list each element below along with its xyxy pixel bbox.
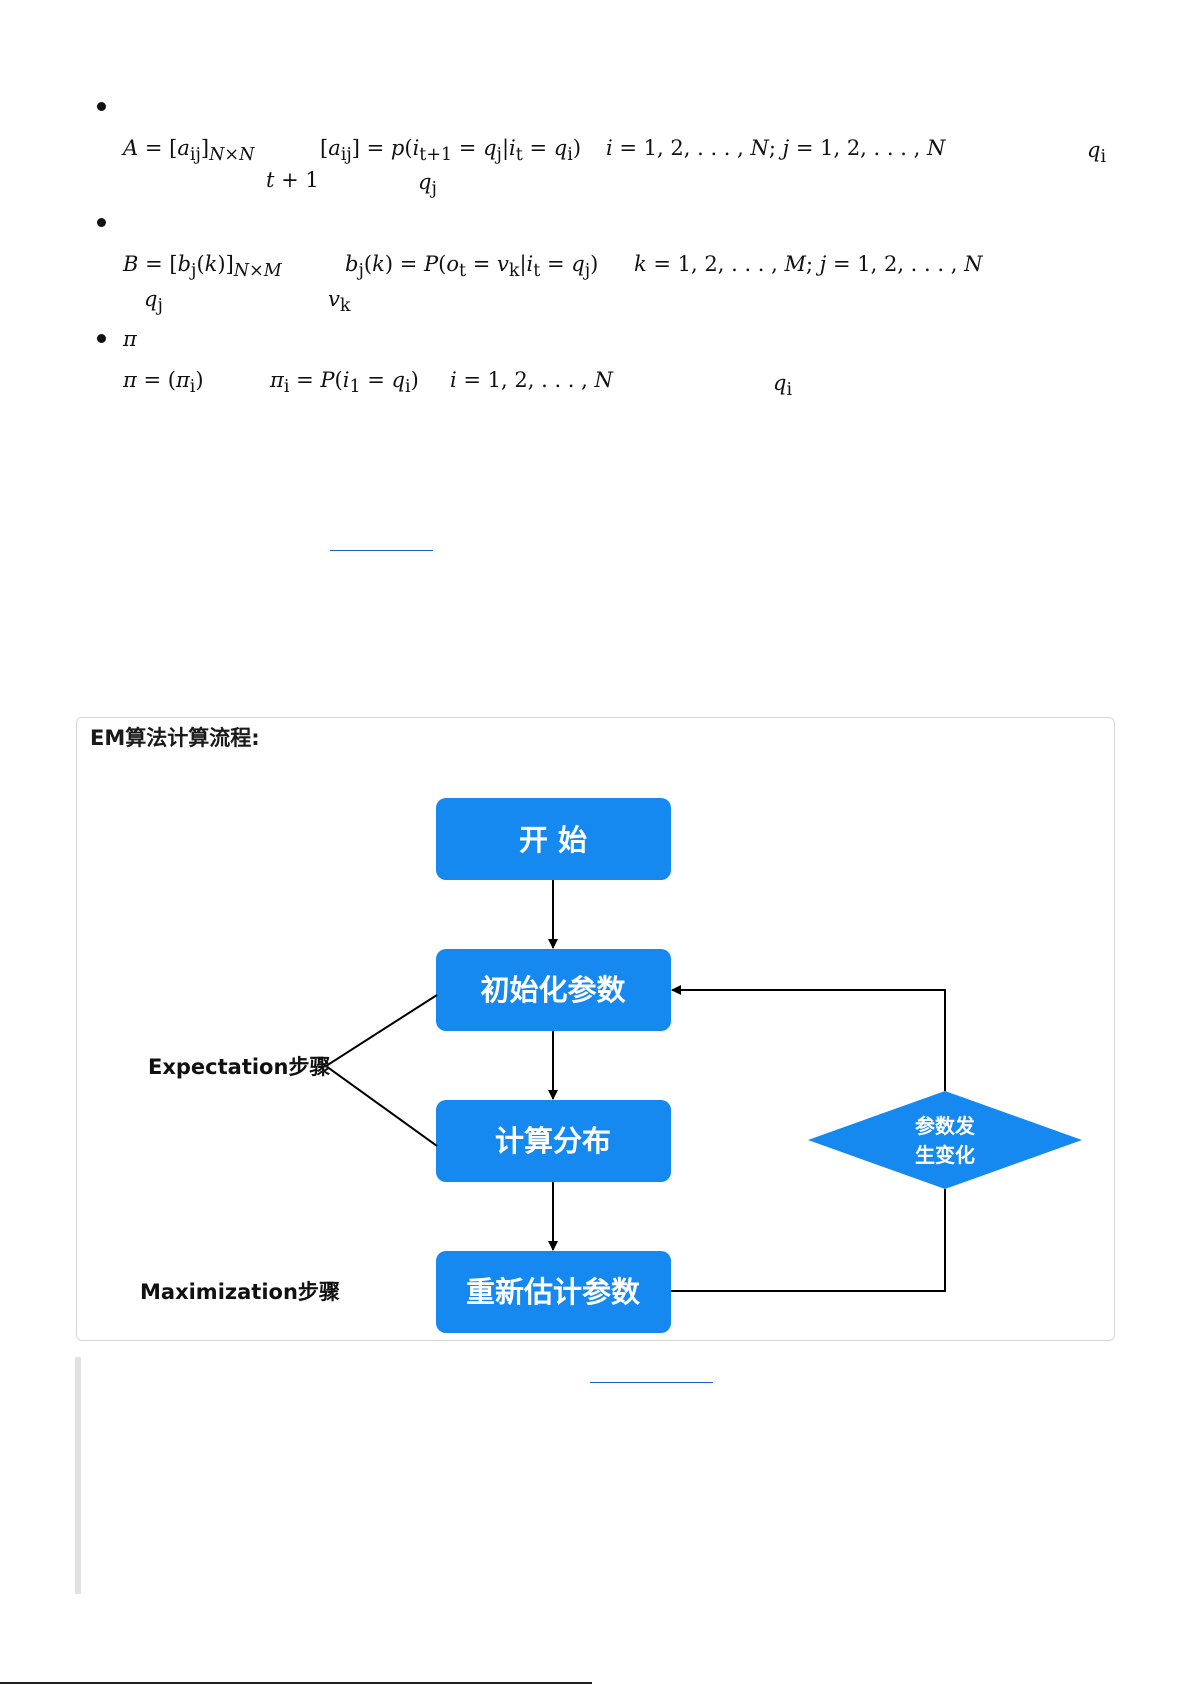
init-label: 初始化参数: [480, 973, 626, 1007]
formula-a-qi: qi: [1087, 138, 1107, 168]
bullet-a: [97, 102, 106, 111]
decision-line2: 生变化: [915, 1143, 975, 1167]
compute-dist-box: 计算分布: [436, 1100, 671, 1182]
formula-pi-elem: πi = P(i1 = qi): [270, 368, 419, 398]
formula-a-elem: [aij] = p(it+1 = qj|it = qi): [320, 136, 582, 166]
formula-b-vk: vk: [328, 287, 351, 317]
bullet-b: [97, 218, 106, 227]
expectation-label: Expectation步骤: [148, 1055, 330, 1079]
formula-a-def: A = [aij]N×N: [123, 136, 255, 166]
formula-b-range: k = 1, 2, . . . , M; j = 1, 2, . . . , N: [634, 252, 983, 276]
formula-pi-label: π: [123, 327, 137, 351]
blockquote-bar: [75, 1357, 81, 1594]
formula-a-range: i = 1, 2, . . . , N; j = 1, 2, . . . , N: [606, 136, 946, 160]
footnote-rule: [0, 1682, 592, 1684]
formula-a-qj: qj: [418, 170, 437, 200]
maximization-label: Maximization步骤: [140, 1280, 340, 1304]
start-box: 开 始: [436, 798, 671, 880]
start-label: 开 始: [519, 823, 587, 857]
decision-diamond: 参数发 生变化: [808, 1091, 1082, 1189]
formula-pi-def: π = (πi): [123, 368, 204, 398]
formula-pi-range: i = 1, 2, . . . , N: [450, 368, 613, 392]
link-1[interactable]: [330, 550, 433, 551]
formula-a-t1: t + 1: [266, 168, 319, 192]
figure-title: EM算法计算流程:: [90, 726, 260, 750]
formula-pi-qi: qi: [773, 371, 793, 401]
formula-b-elem: bj(k) = P(ot = vk|it = qj): [345, 252, 599, 282]
loop-diamond-to-init: [671, 985, 946, 1091]
reestimate-label: 重新估计参数: [466, 1275, 641, 1309]
formula-b-def: B = [bj(k)]N×M: [123, 252, 282, 282]
init-params-box: 初始化参数: [436, 949, 671, 1031]
reestimate-box: 重新估计参数: [436, 1251, 671, 1333]
link-2[interactable]: [590, 1382, 713, 1383]
bullet-pi: [97, 334, 106, 343]
decision-line1: 参数发: [915, 1114, 976, 1138]
expectation-bracket: [324, 994, 438, 1147]
loop-reestimate-to-diamond: [671, 1189, 946, 1292]
compute-label: 计算分布: [495, 1124, 611, 1158]
formula-b-qj: qj: [144, 287, 163, 317]
